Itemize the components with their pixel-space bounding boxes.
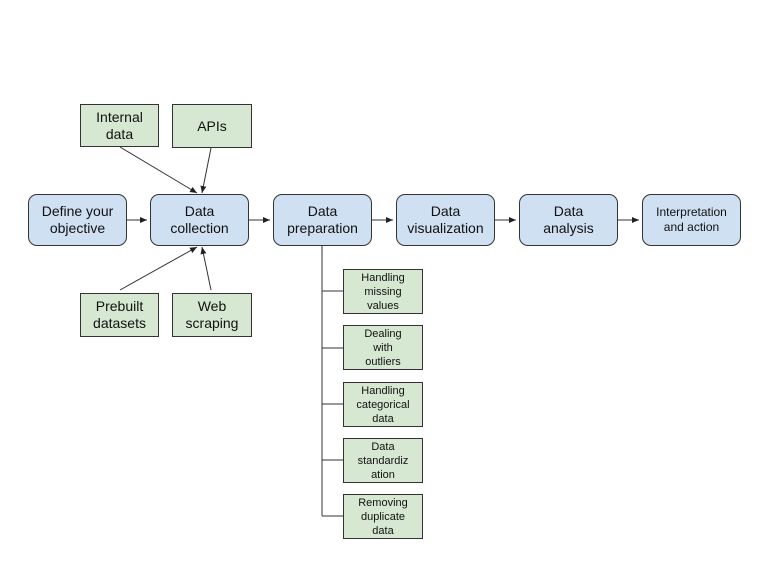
arrow-apis-to-collection xyxy=(200,147,212,194)
arrow-webscraping-to-collection xyxy=(200,246,212,291)
source-web-scraping: Web scraping xyxy=(172,293,252,337)
source-prebuilt-datasets: Prebuilt datasets xyxy=(80,293,159,337)
step-data-preparation: Data preparation xyxy=(273,194,372,246)
prep-task-outliers: Dealing with outliers xyxy=(343,325,423,370)
arrow-prebuilt-to-collection xyxy=(119,246,198,291)
step-data-analysis: Data analysis xyxy=(519,194,618,246)
source-internal-data: Internal data xyxy=(80,104,159,147)
prep-task-duplicates: Removing duplicate data xyxy=(343,494,423,539)
prep-task-categorical: Handling categorical data xyxy=(343,382,423,427)
step-interpretation-action: Interpretation and action xyxy=(642,194,741,246)
arrow-internal-to-collection xyxy=(119,146,198,194)
step-data-collection: Data collection xyxy=(150,194,249,246)
step-data-visualization: Data visualization xyxy=(396,194,495,246)
prep-task-missing-values: Handling missing values xyxy=(343,269,423,314)
source-apis: APIs xyxy=(172,104,252,148)
step-define-objective: Define your objective xyxy=(28,194,127,246)
prep-task-standardization: Data standardiz ation xyxy=(343,438,423,483)
